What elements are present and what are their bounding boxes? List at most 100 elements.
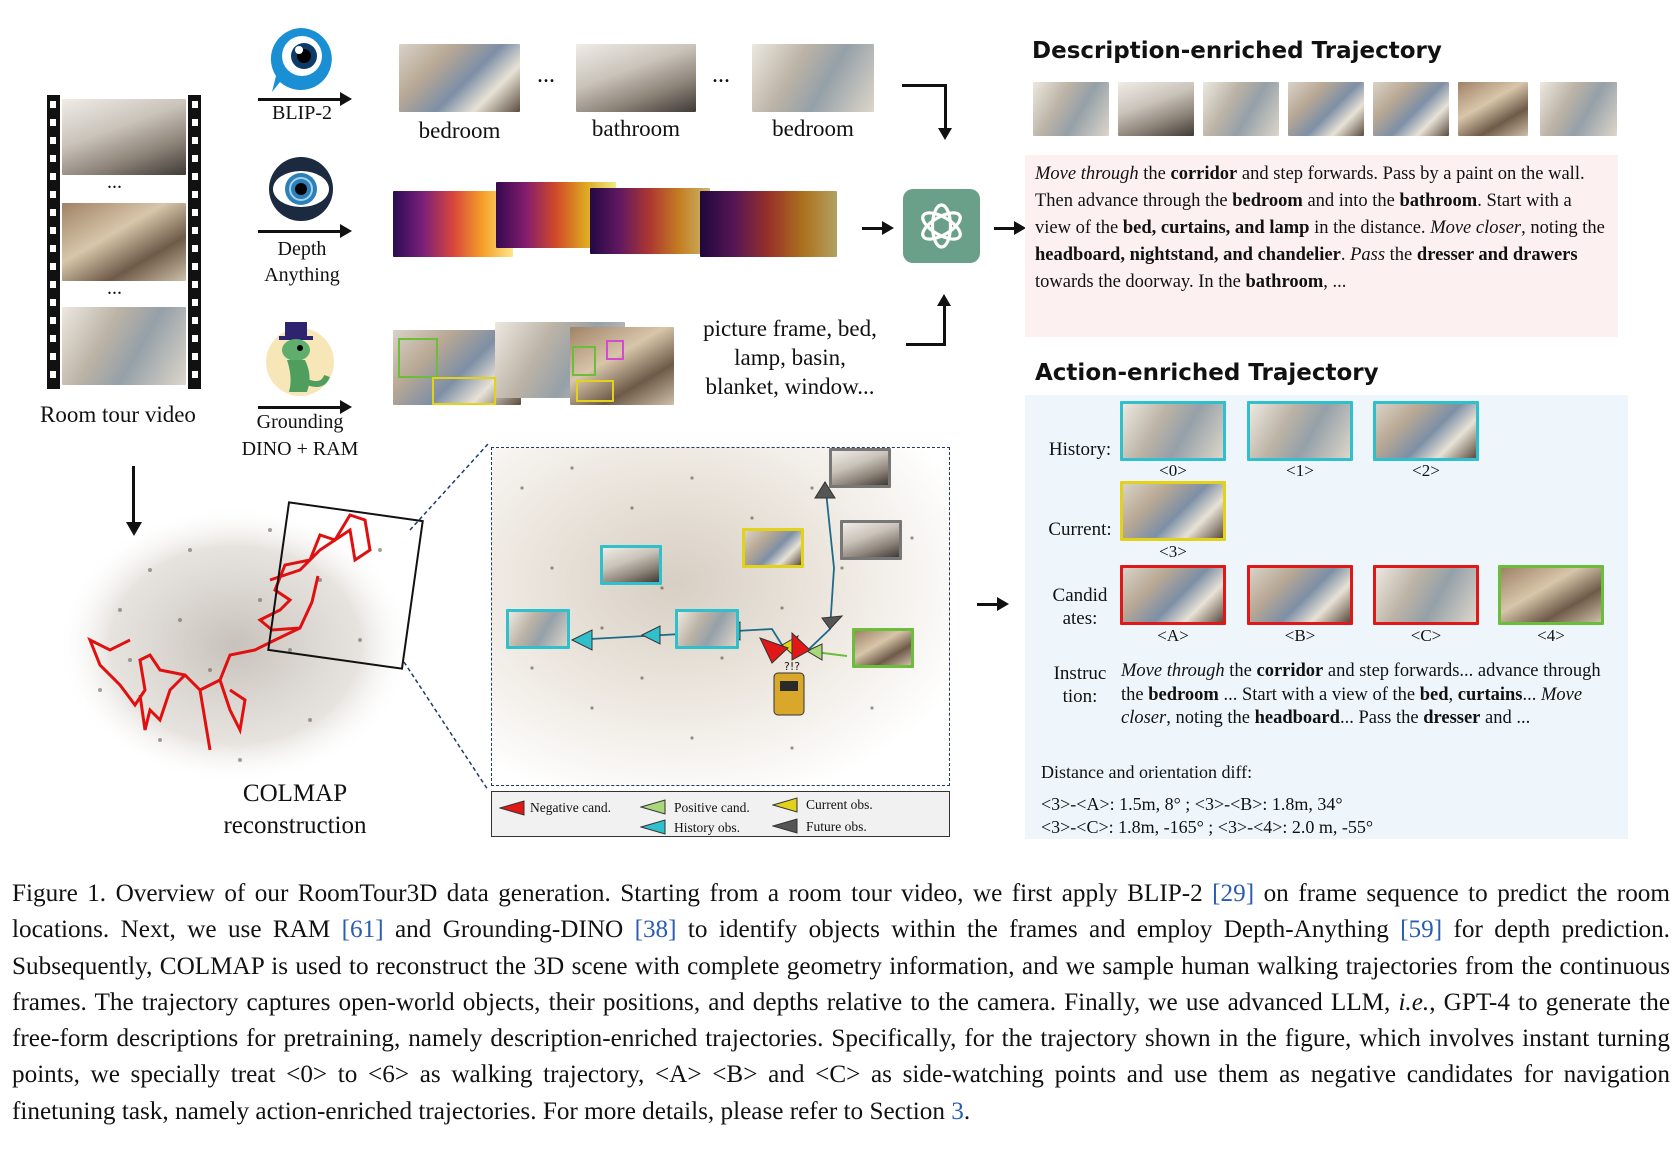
video-label: Room tour video (40, 402, 196, 427)
grounding-label-1: Grounding (256, 411, 344, 433)
down-arrow (132, 466, 135, 524)
objects-line-3: blanket, window... (705, 374, 875, 399)
svg-text:?!?: ?!? (784, 660, 800, 673)
history-obs-frame (600, 545, 662, 585)
caption-text: , GPT-4 to generate the free-form descri… (12, 988, 1671, 1125)
video-frame (62, 203, 186, 281)
desc-traj-title: Description-enriched Trajectory (1032, 38, 1442, 64)
candidate-id-4: <4> (1537, 626, 1565, 645)
candidate-frame-c (1373, 565, 1479, 625)
ref-link[interactable]: [59] (1400, 916, 1443, 944)
history-frame-1 (1247, 401, 1353, 461)
desc-frame (1033, 82, 1109, 136)
legend-history: History obs. (674, 820, 741, 835)
candidate-frame-b (1247, 565, 1353, 625)
history-frame-2 (1373, 401, 1479, 461)
film-strip: ... ... (47, 95, 201, 389)
history-id-0: <0> (1159, 461, 1187, 480)
objects-line-1: picture frame, bed, (703, 316, 877, 341)
bbox (606, 340, 624, 360)
room-label-3: bedroom (772, 116, 854, 141)
ref-link[interactable]: [29] (1212, 880, 1255, 907)
elbow-arrow-head (937, 294, 951, 306)
caption-fig: Figure 1. (12, 880, 107, 907)
history-obs-frame (675, 609, 739, 649)
hypno-eye-icon (269, 157, 333, 221)
blip-label: BLIP-2 (272, 102, 332, 124)
candidate-id-a: <A> (1157, 626, 1189, 645)
to-gpt-arrow (862, 221, 894, 235)
ref-link[interactable]: [38] (634, 916, 677, 944)
ellipsis: ... (107, 277, 122, 299)
candidate-frame-a (1120, 565, 1226, 625)
grounding-arrow (258, 400, 352, 414)
description-text: Move through the corridor and step forwa… (1025, 155, 1618, 337)
history-label: History: (1048, 439, 1112, 460)
bbox (398, 338, 438, 378)
room-label-2: bathroom (591, 116, 681, 141)
point-cloud (60, 505, 413, 785)
blip-frame (399, 44, 520, 112)
blip-frame (752, 44, 874, 112)
bbox (572, 346, 596, 376)
ellipsis: ... (537, 62, 555, 88)
colmap-label-1: COLMAP (242, 780, 348, 807)
elbow-arrow (944, 84, 947, 130)
desc-frame (1118, 82, 1194, 136)
distance-title: Distance and orientation diff: (1041, 762, 1253, 782)
distance-line-1: <3>-<A>: 1.5m, 8° ; <3>-<B>: 1.8m, 34° (1041, 794, 1343, 814)
current-frame (1120, 481, 1226, 541)
caption-text: to identify objects within the frames an… (676, 916, 1401, 944)
zoom-lines (403, 443, 489, 791)
gpt-out-arrow (994, 221, 1026, 235)
history-obs-icon (640, 819, 666, 835)
legend-current: Current obs. (806, 797, 873, 812)
blip-frame (576, 44, 696, 112)
candidates-label-2: ates: (1062, 608, 1098, 629)
desc-frame (1373, 82, 1449, 136)
eye-bubble-icon (270, 28, 332, 92)
candidate-id-b: <B> (1284, 626, 1316, 645)
instruction-text: Move through the corridor and step forwa… (1121, 661, 1601, 728)
ref-link[interactable]: [61] (341, 916, 384, 944)
video-frame (62, 99, 186, 175)
current-id: <3> (1159, 542, 1187, 561)
ellipsis: ... (712, 62, 730, 88)
history-frame-0 (1120, 401, 1226, 461)
desc-frame (1203, 82, 1279, 136)
depth-map (393, 191, 513, 257)
room-label-1: bedroom (418, 118, 501, 143)
positive-cand-frame (852, 628, 914, 668)
depth-map (700, 191, 837, 257)
action-traj-title: Action-enriched Trajectory (1035, 360, 1379, 386)
colmap-label-2: reconstruction (223, 812, 367, 839)
bbox (432, 377, 496, 405)
dino-mascot-icon (266, 322, 334, 396)
to-action-arrow (977, 597, 1009, 611)
caption-text: . (963, 1097, 971, 1125)
elbow-arrow (902, 84, 947, 87)
candidate-frame-4 (1498, 565, 1604, 625)
candidates-label-1: Candid (1052, 585, 1108, 606)
depth-map (590, 188, 710, 254)
instruction-label-1: Instruc (1053, 663, 1107, 684)
positive-cand-icon (640, 799, 666, 815)
future-obs-frame (840, 520, 902, 560)
legend-future: Future obs. (806, 819, 867, 834)
grounding-label-2: DINO + RAM (241, 438, 359, 460)
caption-text: and Grounding-DINO (383, 916, 635, 944)
legend-positive: Positive cand. (674, 800, 750, 815)
zoomed-view: ?!? (491, 447, 950, 786)
desc-frame (1540, 82, 1617, 136)
current-label: Current: (1048, 519, 1112, 540)
candidate-id-c: <C> (1410, 626, 1442, 645)
current-obs-icon (772, 797, 798, 813)
ellipsis: ... (107, 171, 122, 193)
history-obs-frame (506, 609, 570, 649)
negative-cand-icon (499, 800, 525, 816)
section-link[interactable]: 3 (951, 1097, 964, 1125)
elbow-arrow (943, 306, 946, 346)
video-frame (62, 307, 186, 385)
openai-logo-icon (903, 189, 980, 263)
depth-label-2: Anything (264, 264, 340, 286)
